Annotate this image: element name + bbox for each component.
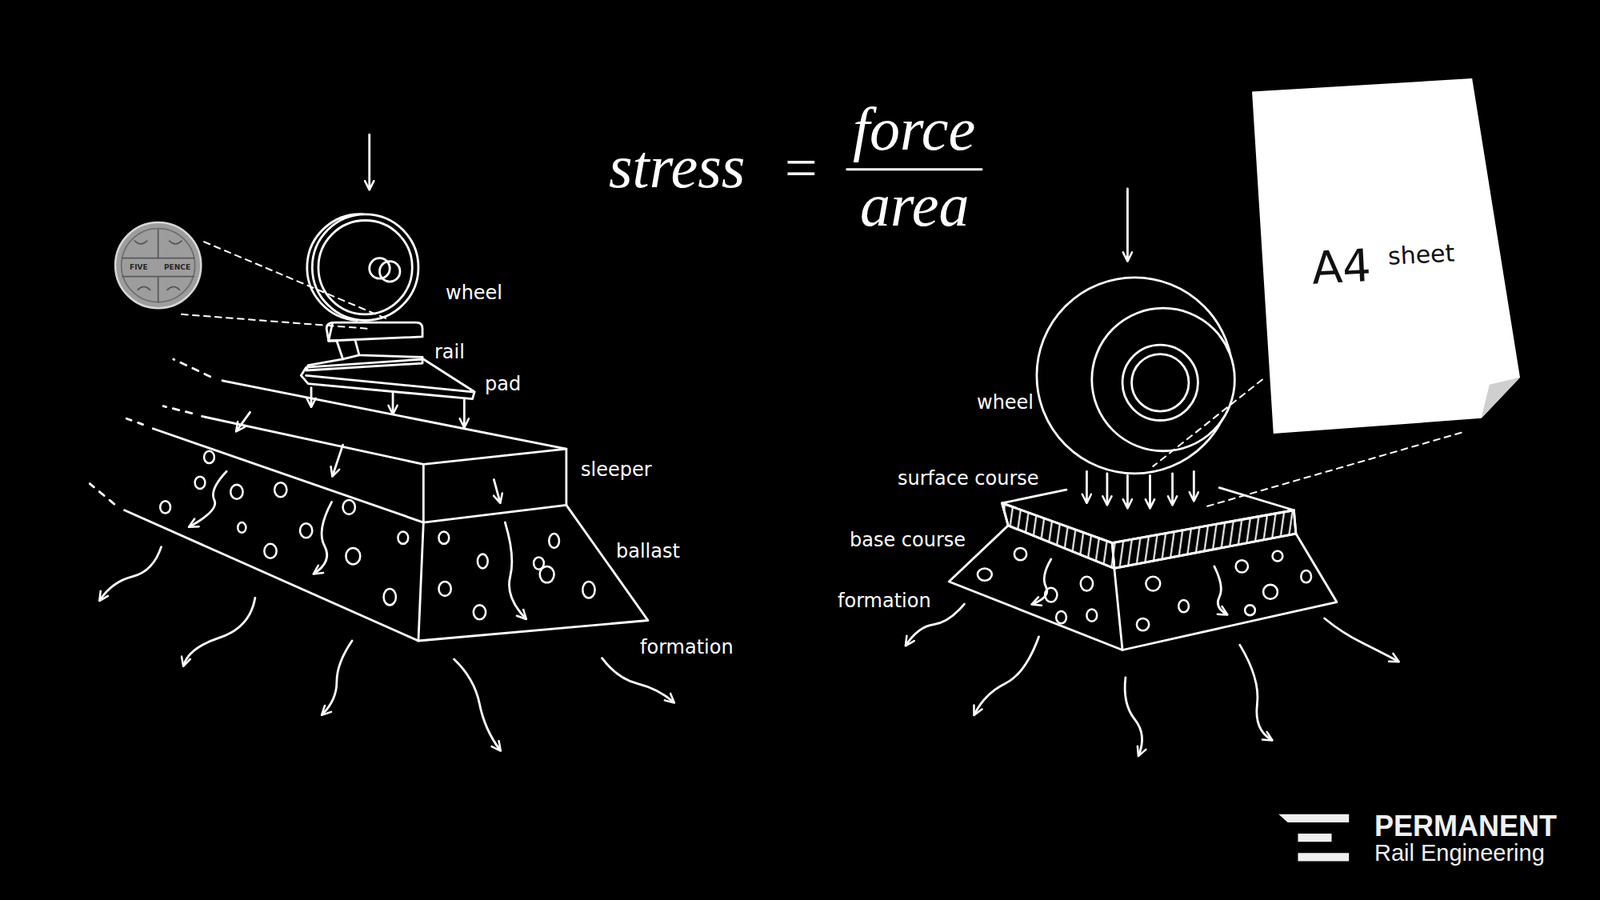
part-label: formation xyxy=(837,591,932,611)
sheet-text-group: A4 sheet xyxy=(1243,72,1530,441)
formula-term: force xyxy=(852,98,976,160)
logo-icon xyxy=(1278,814,1349,862)
part-label: base course xyxy=(849,530,966,550)
fraction-bar xyxy=(847,168,982,171)
part-label: formation xyxy=(640,637,734,657)
logo-text: PERMANENT xyxy=(1374,812,1557,841)
formula-sign: = xyxy=(784,139,818,197)
part-label: wheel xyxy=(445,283,503,303)
part-label: ballast xyxy=(616,541,680,561)
track-drawing xyxy=(89,134,674,750)
coin xyxy=(115,222,386,329)
paper-sheet: A4 sheet xyxy=(1252,78,1520,434)
coin-text: PENCE xyxy=(164,264,191,272)
formula-term: area xyxy=(860,174,970,236)
part-label: pad xyxy=(484,374,521,394)
sheet-text: A4 xyxy=(1310,243,1372,292)
coin-text: FIVE xyxy=(129,264,148,272)
part-label: sleeper xyxy=(580,460,652,480)
logo-text: Rail Engineering xyxy=(1374,841,1545,865)
part-label: wheel xyxy=(976,392,1034,412)
formula-term: stress xyxy=(608,136,745,197)
paper-shape xyxy=(1252,78,1520,434)
part-label: surface course xyxy=(897,468,1040,488)
part-label: rail xyxy=(434,342,465,362)
sheet-text: sheet xyxy=(1387,241,1456,269)
